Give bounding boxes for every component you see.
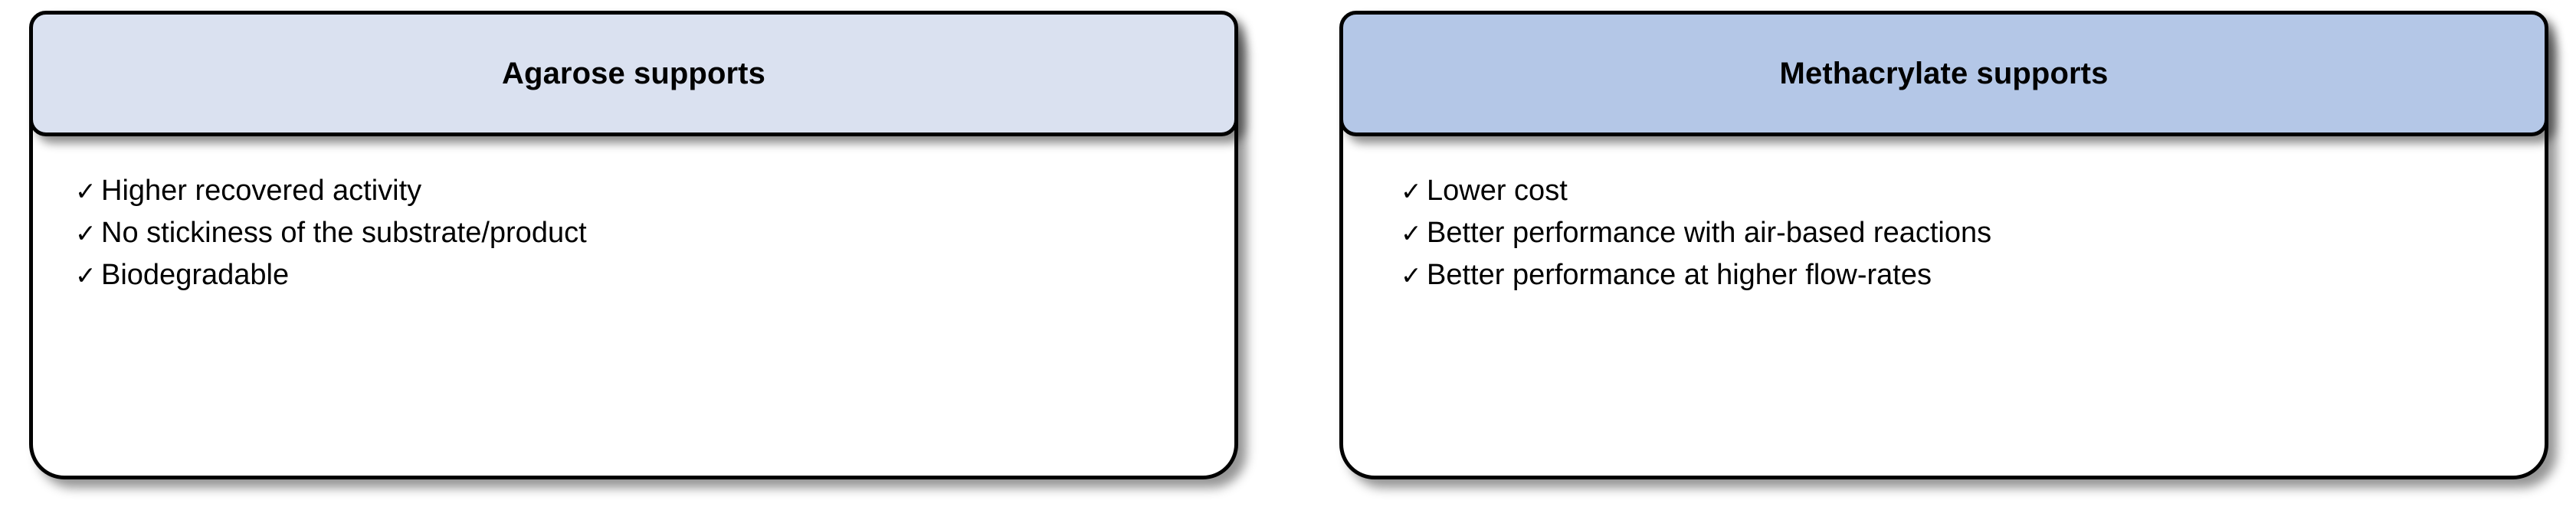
check-icon: ✓ [1401, 176, 1422, 206]
list-item: ✓ Better performance at higher flow-rate… [1401, 260, 1991, 303]
list-item: ✓ Higher recovered activity [75, 176, 587, 218]
panel-agarose-title: Agarose supports [502, 57, 765, 90]
panel-methacrylate-list: ✓ Lower cost ✓ Better performance with a… [1401, 176, 1991, 303]
check-icon: ✓ [75, 176, 97, 206]
check-icon: ✓ [1401, 260, 1422, 290]
list-item-label: Higher recovered activity [101, 175, 422, 207]
panel-methacrylate: Methacrylate supports ✓ Lower cost ✓ Bet… [1339, 11, 2548, 479]
check-icon: ✓ [1401, 218, 1422, 248]
panel-agarose: Agarose supports ✓ Higher recovered acti… [29, 11, 1238, 479]
panel-methacrylate-header: Methacrylate supports [1339, 11, 2548, 136]
panel-agarose-header: Agarose supports [29, 11, 1238, 136]
list-item-label: Better performance at higher flow-rates [1427, 259, 1932, 291]
check-icon: ✓ [75, 218, 97, 248]
list-item: ✓ Better performance with air-based reac… [1401, 218, 1991, 260]
list-item-label: No stickiness of the substrate/product [101, 217, 587, 249]
list-item-label: Biodegradable [101, 259, 290, 291]
list-item: ✓ Lower cost [1401, 176, 1991, 218]
check-icon: ✓ [75, 260, 97, 290]
panel-agarose-list: ✓ Higher recovered activity ✓ No stickin… [75, 176, 587, 303]
list-item-label: Better performance with air-based reacti… [1427, 217, 1992, 249]
list-item: ✓ No stickiness of the substrate/product [75, 218, 587, 260]
panel-methacrylate-title: Methacrylate supports [1779, 57, 2109, 90]
list-item: ✓ Biodegradable [75, 260, 587, 303]
list-item-label: Lower cost [1427, 175, 1568, 207]
